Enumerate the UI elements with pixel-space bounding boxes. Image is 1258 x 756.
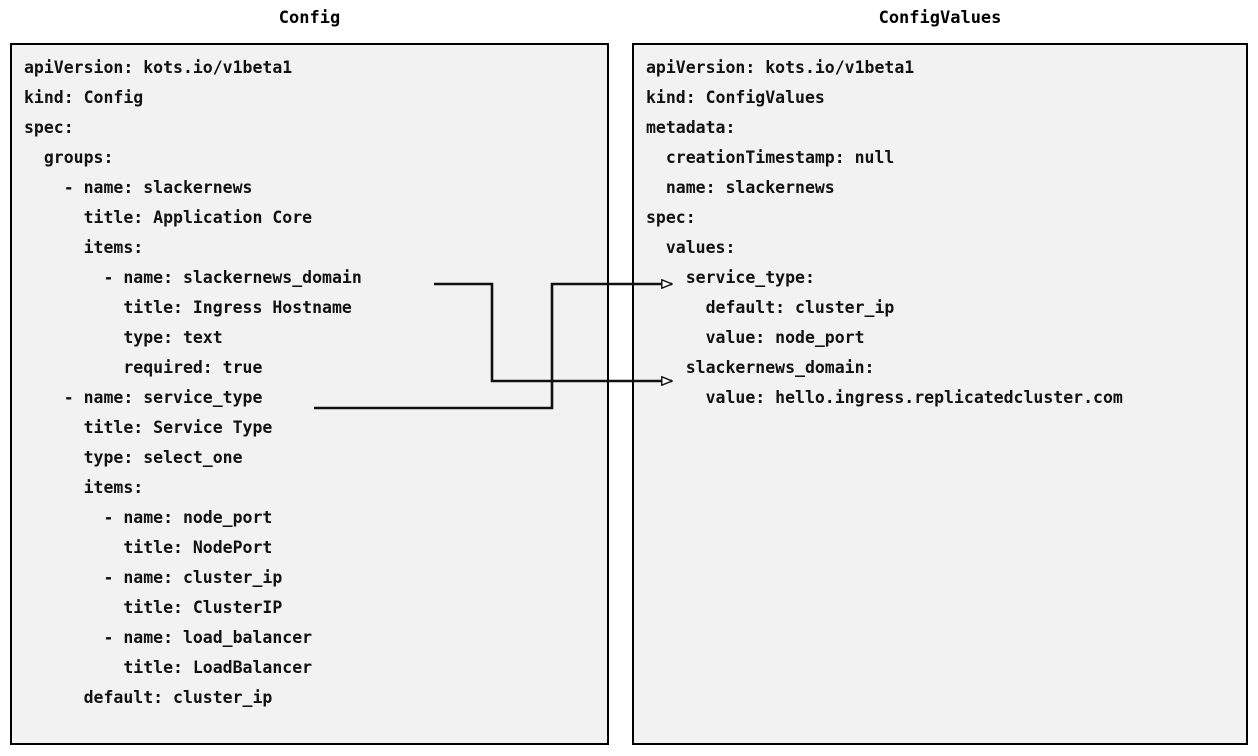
- code-line: [634, 623, 1246, 653]
- code-line: - name: node_port: [24, 508, 273, 527]
- code-line: - name: service_type: [24, 388, 263, 407]
- code-line: items:: [24, 238, 144, 257]
- code-line: [634, 503, 1246, 533]
- code-line: value: hello.ingress.replicatedcluster.c…: [646, 388, 1123, 407]
- code-line: metadata:: [646, 118, 736, 137]
- code-line: [634, 593, 1246, 623]
- code-line: [634, 473, 1246, 503]
- code-line: title: Service Type: [24, 418, 273, 437]
- code-line: [634, 443, 1246, 473]
- code-line: - name: load_balancer: [24, 628, 313, 647]
- code-line: default: cluster_ip: [646, 298, 895, 317]
- code-line: spec:: [24, 118, 74, 137]
- configvalues-panel: apiVersion: kots.io/v1beta1 kind: ConfigV…: [632, 43, 1248, 745]
- code-line: apiVersion: kots.io/v1beta1: [24, 58, 293, 77]
- code-line: values:: [646, 238, 736, 257]
- code-line: - name: cluster_ip: [24, 568, 283, 587]
- code-line: title: Ingress Hostname: [24, 298, 352, 317]
- config-panel: apiVersion: kots.io/v1beta1 kind: Config s…: [10, 43, 609, 745]
- code-line: kind: Config: [24, 88, 144, 107]
- code-line: value: node_port: [646, 328, 865, 347]
- code-line: required: true: [24, 358, 263, 377]
- code-line: service_type:: [646, 268, 815, 287]
- code-line: groups:: [24, 148, 114, 167]
- code-line: type: select_one: [24, 448, 243, 467]
- code-line: title: LoadBalancer: [24, 658, 313, 677]
- code-line: title: Application Core: [24, 208, 313, 227]
- code-line: spec:: [646, 208, 696, 227]
- code-line: title: NodePort: [24, 538, 273, 557]
- config-yaml-block: apiVersion: kots.io/v1beta1 kind: Config s…: [12, 45, 607, 743]
- code-line: kind: ConfigValues: [646, 88, 825, 107]
- configvalues-panel-title: ConfigValues: [878, 8, 1002, 28]
- code-line: - name: slackernews: [24, 178, 253, 197]
- code-line: items:: [24, 478, 144, 497]
- code-line: slackernews_domain:: [646, 358, 875, 377]
- code-line: apiVersion: kots.io/v1beta1: [646, 58, 915, 77]
- code-line: name: slackernews: [646, 178, 835, 197]
- code-line: [634, 533, 1246, 563]
- code-line: default: cluster_ip: [24, 688, 273, 707]
- code-line: type: text: [24, 328, 223, 347]
- code-line: creationTimestamp: null: [646, 148, 895, 167]
- config-panel-title: Config: [278, 8, 341, 28]
- code-line: [634, 413, 1246, 443]
- code-line: [634, 653, 1246, 683]
- code-line: [634, 563, 1246, 593]
- code-line: - name: slackernews_domain: [24, 268, 362, 287]
- configvalues-yaml-block: apiVersion: kots.io/v1beta1 kind: ConfigV…: [634, 45, 1246, 743]
- code-line: title: ClusterIP: [24, 598, 283, 617]
